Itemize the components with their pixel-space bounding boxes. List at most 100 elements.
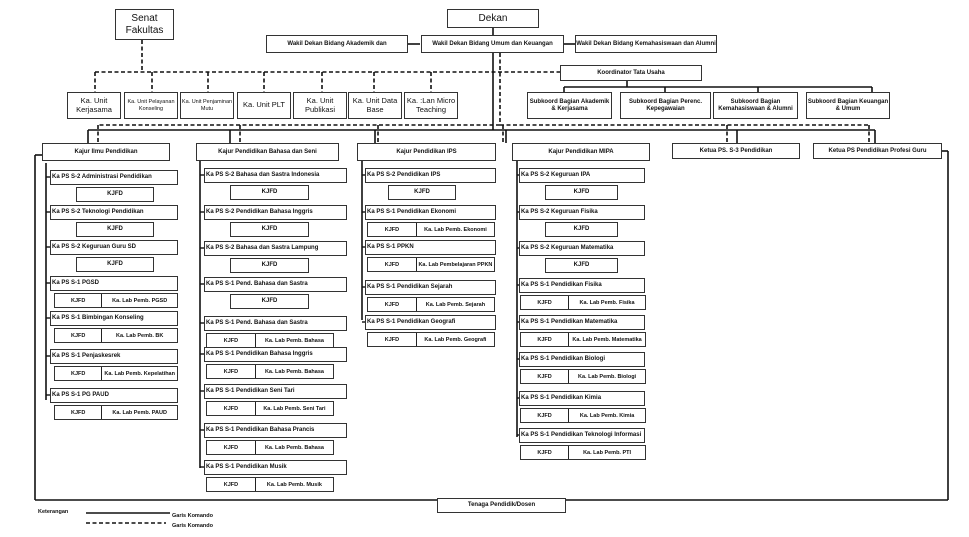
program-head-box: Ka PS S-1 Pendidikan Kimia [519, 391, 645, 406]
wakil-dekan-akademik-box: Wakil Dekan Bidang Akademik dan [266, 35, 408, 53]
kjfd-lab-box: KJFD Ka. Lab Pemb. BK [54, 328, 178, 343]
kajur-ips-box: Kajur Pendidikan IPS [357, 143, 496, 161]
program-head-box: Ka PS S-1 Pendidikan Geografi [365, 315, 496, 330]
kjfd-box: KJFD [76, 257, 154, 272]
program-head-box: Ka PS S-2 Teknologi Pendidikan [50, 205, 178, 220]
kjfd-box: KJFD [388, 185, 456, 200]
kajur-mipa-box: Kajur Pendidikan MIPA [512, 143, 650, 161]
kjfd-label: KJFD [521, 333, 570, 346]
unit-plt-box: Ka. Unit PLT [237, 92, 291, 119]
kjfd-label: KJFD [207, 478, 256, 491]
unit-pelayanan-konseling-box: Ka. Unit Pelayanan Konseling [124, 92, 178, 119]
tenaga-pendidik-box: Tenaga Pendidik/Dosen [437, 498, 566, 513]
kjfd-lab-box: KJFD Ka. Lab Pemb. Biologi [520, 369, 646, 384]
legend-solid-label: Garis Komando [172, 513, 213, 519]
kjfd-lab-box: KJFD Ka. Lab Pemb. Geografi [367, 332, 495, 347]
program-head-box: Ka PS S-1 Pendidikan Ekonomi [365, 205, 496, 220]
kajur-ilmu-pendidikan-box: Kajur Ilmu Pendidikan [42, 143, 170, 161]
program-head-box: Ka PS S-2 Administrasi Pendidikan [50, 170, 178, 185]
kjfd-lab-box: KJFD Ka. Lab Pemb. Musik [206, 477, 334, 492]
subkoord-akademik-box: Subkoord Bagian Akademik & Kerjasama [527, 92, 612, 119]
kjfd-label: KJFD [207, 441, 256, 454]
lab-label: Ka. Lab Pemb. Kimia [579, 412, 635, 419]
dekan-box: Dekan [447, 9, 539, 28]
lab-label: Ka. Lab Pemb. Geografi [424, 336, 487, 343]
lab-label: Ka. Lab Pemb. Musik [266, 481, 322, 488]
program-head-box: Ka PS S-1 Pendidikan Fisika [519, 278, 645, 293]
program-head-box: Ka PS S-1 PG PAUD [50, 388, 178, 403]
kjfd-lab-box: KJFD Ka. Lab Pemb. Bahasa [206, 364, 334, 379]
program-head-box: Ka PS S-2 Bahasa dan Sastra Indonesia [204, 168, 347, 183]
kjfd-label: KJFD [368, 333, 417, 346]
kjfd-label: KJFD [521, 296, 570, 309]
program-head-box: Ka PS S-1 Pendidikan Biologi [519, 352, 645, 367]
program-head-box: Ka PS S-1 Pendidikan Seni Tari [204, 384, 347, 399]
program-head-box: Ka PS S-1 Bimbingan Konseling [50, 311, 178, 326]
kjfd-lab-box: KJFD Ka. Lab Pemb. Fisika [520, 295, 646, 310]
kjfd-label: KJFD [55, 406, 103, 419]
unit-kerjasama-box: Ka. Unit Kerjasama [67, 92, 121, 119]
program-head-box: Ka PS S-2 Keguruan Matematika [519, 241, 645, 256]
kjfd-box: KJFD [76, 187, 154, 202]
kjfd-lab-box: KJFD Ka. Lab Pemb. PAUD [54, 405, 178, 420]
program-head-box: Ka PS S-1 Pend. Bahasa dan Sastra [204, 277, 347, 292]
program-head-box: Ka PS S-1 Pendidikan Matematika [519, 315, 645, 330]
kjfd-box: KJFD [545, 258, 618, 273]
kjfd-box: KJFD [545, 222, 618, 237]
kjfd-label: KJFD [55, 294, 103, 307]
program-head-box: Ka PS S-2 Pendidikan IPS [365, 168, 496, 183]
kjfd-box: KJFD [230, 258, 309, 273]
kjfd-lab-box: KJFD Ka. Lab Pemb. PTI [520, 445, 646, 460]
kjfd-lab-box: KJFD Ka. Lab Pemb. Seni Tari [206, 401, 334, 416]
lab-label: Ka. Lab Pemb. Fisika [579, 299, 635, 306]
lab-label: Ka. Lab Pemb. PGSD [112, 297, 168, 304]
lab-label: Ka. Lab Pemb. Biologi [578, 373, 637, 380]
kjfd-lab-box: KJFD Ka. Lab Pemb. Ekonomi [367, 222, 495, 237]
kjfd-label: KJFD [207, 365, 256, 378]
lab-label: Ka. Lab Pemb. Matematika [572, 336, 642, 343]
kjfd-box: KJFD [76, 222, 154, 237]
senat-fakultas-box: Senat Fakultas [115, 9, 174, 40]
kjfd-label: KJFD [521, 446, 570, 459]
lab-label: Ka. Lab Pemb. PAUD [112, 409, 167, 416]
lab-label: Ka. Lab Pemb. Ekonomi [424, 226, 487, 233]
program-head-box: Ka PS S-1 Penjaskesrek [50, 349, 178, 364]
lab-label: Ka. Lab Pemb. Seni Tari [263, 405, 326, 412]
program-head-box: Ka PS S-1 Pendidikan Bahasa Prancis [204, 423, 347, 438]
program-head-box: Ka PS S-2 Keguruan IPA [519, 168, 645, 183]
subkoord-kepegawaian-box: Subkoord Bagian Perenc. Kepegawaian [620, 92, 711, 119]
unit-data-base-box: Ka. Unit Data Base [348, 92, 402, 119]
program-head-box: Ka PS S-2 Keguruan Fisika [519, 205, 645, 220]
lab-label: Ka. Lab Pemb. PTI [583, 449, 632, 456]
kjfd-label: KJFD [521, 370, 570, 383]
kjfd-label: KJFD [368, 223, 417, 236]
kjfd-label: KJFD [368, 298, 417, 311]
kjfd-label: KJFD [55, 329, 103, 342]
lab-label: Ka. Lab Pemb. Kepelatihan [104, 370, 175, 377]
unit-micro-teaching-box: Ka. :Lan Micro Teaching [404, 92, 458, 119]
program-head-box: Ka PS S-1 Pendidikan Musik [204, 460, 347, 475]
kjfd-label: KJFD [368, 258, 417, 271]
legend-dashed-label: Garis Komando [172, 523, 213, 529]
legend-title: Keterangan [38, 509, 69, 515]
program-head-box: Ka PS S-2 Keguruan Guru SD [50, 240, 178, 255]
subkoord-keuangan-box: Subkoord Bagian Keuangan & Umum [806, 92, 890, 119]
program-head-box: Ka PS S-1 Pendidikan Teknologi Informasi [519, 428, 645, 443]
wakil-dekan-kemahasiswaan-box: Wakil Dekan Bidang Kemahasiswaan dan Alu… [575, 35, 717, 53]
wakil-dekan-umum-box: Wakil Dekan Bidang Umum dan Keuangan [421, 35, 564, 53]
lab-label: Ka. Lab Pemb. Bahasa [264, 337, 324, 344]
kjfd-label: KJFD [207, 402, 256, 415]
subkoord-kemahasiswaan-box: Subkoord Bagian Kemahasiswaan & Alumni [713, 92, 798, 119]
program-head-box: Ka PS S-1 PPKN [365, 240, 496, 255]
lab-label: Ka. Lab Pemb. Sejarah [425, 301, 486, 308]
kjfd-label: KJFD [521, 409, 570, 422]
kjfd-box: KJFD [230, 294, 309, 309]
lab-label: Ka. Lab Pemb. Bahasa [264, 368, 324, 375]
program-head-box: Ka PS S-1 Pendidikan Sejarah [365, 280, 496, 295]
lab-label: Ka. Lab Pemb. BK [115, 332, 164, 339]
program-head-box: Ka PS S-1 PGSD [50, 276, 178, 291]
